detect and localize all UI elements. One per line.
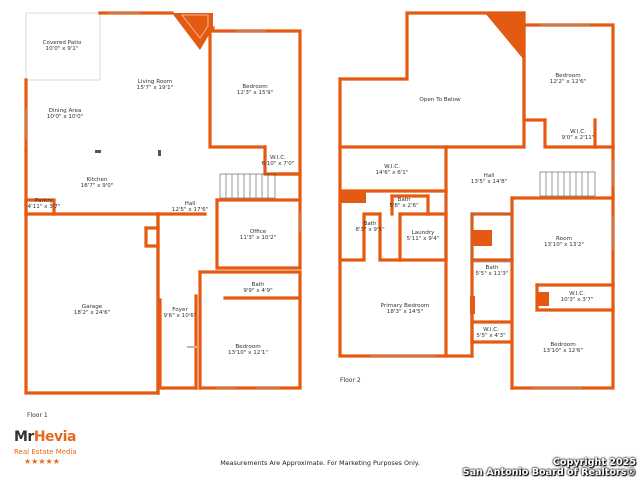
floor-1-windows [25,12,301,389]
room-dimension: 9'0" x 2'11" [562,135,595,141]
room-label: Hall [185,201,196,207]
room-label: Kitchen [86,177,107,183]
room-label: Bedroom [235,344,260,350]
room-label: Bath [397,197,410,203]
room-label: Room [556,236,572,242]
company-logo: MrHevia Real Estate Media ★★★★★ [12,427,92,469]
room-label: Bath [251,282,264,288]
room-dimension: 15'7" x 19'1" [137,85,174,91]
room-label: Living Room [138,79,172,85]
room-label: Bath [363,221,376,227]
room-dimension: 12'3" x 15'9" [237,90,274,96]
room-dimension: 13'5" x 14'8" [471,179,508,185]
room-label: W.I.C. [569,291,585,297]
room-label: Bedroom [242,84,267,90]
room-label: W.I.C. [483,327,499,333]
room-dimension: 18'2" x 24'6" [74,310,111,316]
copyright-line-2: San Antonio Board of Realtors® [462,467,636,478]
room-label: Bedroom [550,342,575,348]
room-label: Foyer [172,307,188,313]
rating-stars-icon: ★★★★★ [24,457,60,466]
room-dimension: 8'3" x 9'5" [355,227,385,233]
room-label: Primary Bedroom [381,303,430,309]
room-dimension: 5'5" x 4'3" [476,333,506,339]
room-dimension: 12'5" x 17'6" [172,207,209,213]
room-dimension: 6'10" x 7'0" [262,161,295,167]
room-dimension: 5'5" x 11'3" [476,271,509,277]
room-label: Pantry [35,198,54,204]
room-label: Garage [82,304,103,310]
floor-2-labels: Open To Below Bedroom 12'2" x 12'6" W.I.… [355,73,595,354]
room-dimension: 18'7" x 9'0" [81,183,114,189]
room-label: W.I.C. [570,129,586,135]
logo-mr: Mr [14,429,34,445]
floor-2-windows [371,24,614,389]
room-dimension: 13'10" x 12'1" [228,350,268,356]
fireplace-icon [172,13,213,50]
room-label: Bedroom [555,73,580,79]
stairs-icon [219,173,276,199]
room-dimension: 5'11" x 9'4" [407,236,440,242]
room-label: Dining Area [49,108,82,114]
room-dimension: 5'8" x 2'6" [389,203,419,209]
room-label: W.I.C. [270,155,286,161]
room-dimension: 18'3" x 14'5" [387,309,424,315]
room-dimension: 14'6" x 6'1" [376,170,409,176]
floor-1-label: Floor 1 [27,412,48,419]
floor-1-walls [24,11,302,395]
room-dimension: 10'0" x 9'1" [46,46,79,52]
floor-1-labels: Covered Patio 10'0" x 9'1" Living Room 1… [28,40,295,356]
room-label: Laundry [412,230,435,236]
room-label: Hall [484,173,495,179]
room-dimension: 9'6" x 10'6" [164,313,197,319]
room-label: Open To Below [419,97,461,103]
copyright-line-1: Copyright 2025 [552,457,636,468]
disclaimer-text: Measurements Are Approximate. For Market… [220,459,420,467]
logo-wordmark: MrHevia [14,429,76,445]
room-label: Office [250,229,267,235]
room-dimension: 10'0" x 10'0" [47,114,84,120]
copyright-notice: Copyright 2025 San Antonio Board of Real… [463,458,636,478]
room-dimension: 13'10" x 12'6" [543,348,583,354]
room-label: Covered Patio [43,40,82,46]
room-dimension: 11'3" x 10'2" [240,235,277,241]
room-dimension: 4'11" x 3'7" [28,204,61,210]
room-dimension: 12'2" x 12'6" [550,79,587,85]
logo-name: Hevia [33,429,77,445]
floor-2-label: Floor 2 [340,377,361,384]
room-label: Bath [485,265,498,271]
room-dimension: 13'10" x 13'2" [544,242,584,248]
room-dimension: 9'9" x 4'9" [243,288,273,294]
room-dimension: 10'3" x 3'7" [561,297,594,303]
logo-subtitle: Real Estate Media [14,448,77,456]
stairs-icon [539,171,596,197]
room-label: W.I.C. [384,164,400,170]
floor-2-walls [338,11,615,390]
